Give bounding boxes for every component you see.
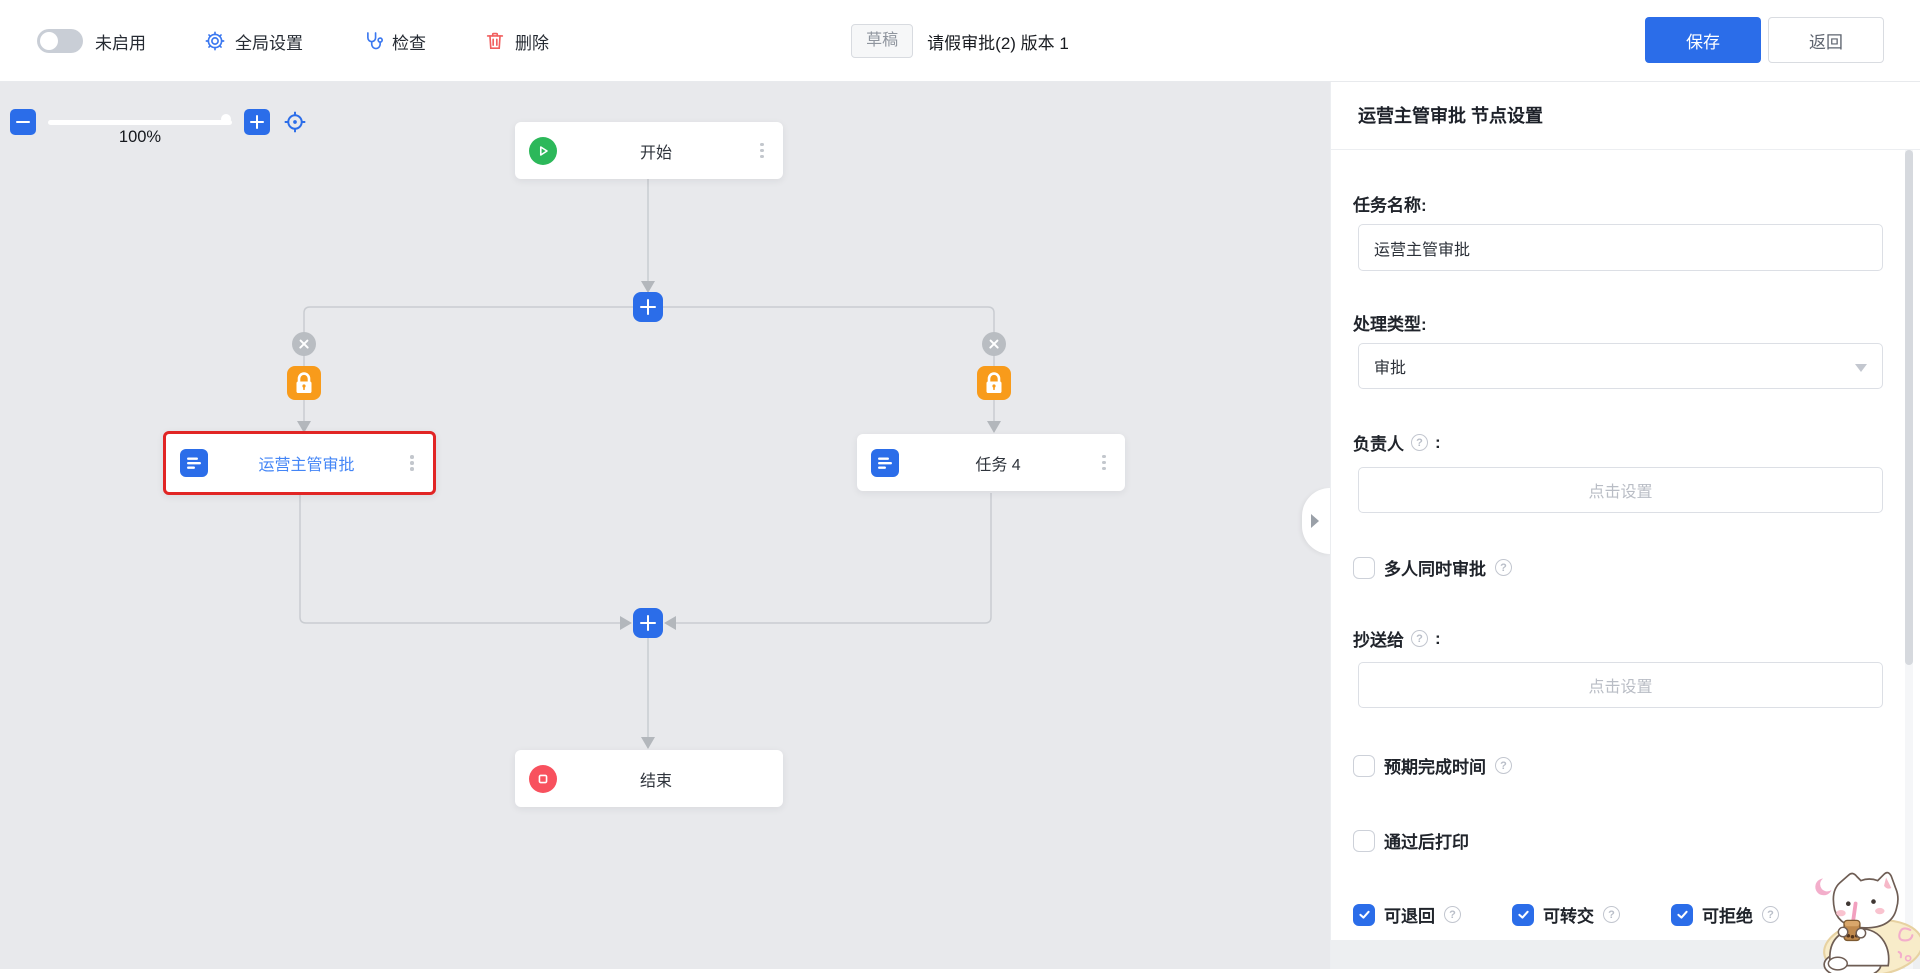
assignee-label-row: 负责人 ? :: [1353, 430, 1441, 455]
node-task-4[interactable]: 任务 4: [857, 434, 1125, 491]
node-approval-selected[interactable]: 运营主管审批: [163, 431, 436, 495]
flow-title: 请假审批(2) 版本 1: [927, 29, 1069, 54]
zoom-in-button[interactable]: [244, 109, 270, 135]
enable-toggle[interactable]: [37, 29, 83, 53]
task-doc-icon: [871, 449, 899, 477]
print-after-pass-label: 通过后打印: [1384, 828, 1469, 853]
flow-canvas[interactable]: 100% 开始 运营主管审批 任务 4 结束: [0, 82, 1330, 969]
help-icon[interactable]: ?: [1603, 906, 1620, 923]
chevron-down-icon: [1855, 364, 1867, 378]
trash-icon: [484, 30, 506, 52]
node-start[interactable]: 开始: [515, 122, 783, 179]
lock-icon-right[interactable]: [977, 366, 1011, 400]
status-badge: 草稿: [851, 24, 913, 58]
help-icon[interactable]: ?: [1411, 434, 1428, 451]
node-menu-icon[interactable]: [405, 455, 419, 471]
zoom-out-button[interactable]: [10, 109, 36, 135]
topbar-left-group: 未启用 全局设置 检查 删除: [37, 0, 549, 82]
zoom-percent-label: 100%: [95, 128, 185, 147]
stethoscope-icon: [361, 30, 383, 52]
mascot-cat[interactable]: [1800, 868, 1920, 973]
task-name-label: 任务名称:: [1353, 191, 1427, 216]
check-label: 检查: [392, 29, 426, 54]
can-return-label: 可退回: [1384, 902, 1435, 927]
save-button[interactable]: 保存: [1645, 17, 1761, 63]
cc-label: 抄送给: [1353, 626, 1404, 651]
node-menu-icon[interactable]: [1097, 455, 1111, 471]
flow-connectors: [0, 82, 1330, 969]
toggle-knob: [40, 32, 58, 50]
task-doc-icon: [180, 449, 208, 477]
can-transfer-checkbox[interactable]: [1512, 904, 1534, 926]
tooltip-notch: [1384, 932, 1400, 940]
zoom-slider-handle[interactable]: [221, 114, 231, 124]
moon-decoration: [1815, 879, 1831, 896]
cc-colon: :: [1435, 629, 1441, 649]
delete-button[interactable]: 删除: [484, 29, 549, 54]
assignee-label: 负责人: [1353, 430, 1404, 455]
node-label: 开始: [557, 139, 755, 163]
topbar-right-group: 保存 返回: [1645, 17, 1884, 63]
expected-time-checkbox[interactable]: [1353, 755, 1375, 777]
process-type-label: 处理类型:: [1353, 310, 1427, 335]
check-button[interactable]: 检查: [361, 29, 426, 54]
multi-approval-label: 多人同时审批: [1384, 555, 1486, 580]
can-return-checkbox[interactable]: [1353, 904, 1375, 926]
lock-icon-left[interactable]: [287, 366, 321, 400]
locate-center-icon[interactable]: [282, 109, 308, 135]
panel-scrollbar-thumb[interactable]: [1905, 150, 1913, 665]
print-after-pass-checkbox[interactable]: [1353, 830, 1375, 852]
node-settings-panel: 运营主管审批 节点设置 任务名称: 处理类型: 审批 负责人 ? : 点击设置 …: [1330, 82, 1920, 969]
enable-toggle-label: 未启用: [95, 29, 146, 54]
help-icon[interactable]: ?: [1762, 906, 1779, 923]
topbar: 未启用 全局设置 检查 删除 草稿 请假审批(2) 版本 1 保存 返回: [0, 0, 1920, 82]
multi-approval-checkbox[interactable]: [1353, 557, 1375, 579]
multi-approval-row: 多人同时审批 ?: [1353, 555, 1512, 580]
assignee-colon: :: [1435, 433, 1441, 453]
can-return-group: 可退回 ?: [1353, 902, 1503, 927]
chevron-right-icon: [1311, 514, 1319, 528]
start-play-icon: [529, 137, 557, 165]
add-node-button-top[interactable]: [633, 292, 663, 322]
assignee-setting-field[interactable]: 点击设置: [1358, 467, 1883, 513]
delete-label: 删除: [515, 29, 549, 54]
process-type-select[interactable]: 审批: [1358, 343, 1883, 389]
can-reject-label: 可拒绝: [1702, 902, 1753, 927]
node-menu-icon[interactable]: [755, 143, 769, 159]
print-after-pass-row: 通过后打印: [1353, 828, 1469, 853]
expected-time-label: 预期完成时间: [1384, 753, 1486, 778]
node-label: 任务 4: [899, 451, 1097, 475]
approval-options-row: 可退回 ? 可转交 ? 可拒绝 ?: [1353, 902, 1821, 927]
cc-setting-field[interactable]: 点击设置: [1358, 662, 1883, 708]
can-transfer-label: 可转交: [1543, 902, 1594, 927]
remove-branch-icon-right[interactable]: [982, 332, 1006, 356]
help-icon[interactable]: ?: [1444, 906, 1461, 923]
node-label: 运营主管审批: [208, 451, 405, 475]
global-settings-button[interactable]: 全局设置: [204, 29, 303, 54]
can-reject-checkbox[interactable]: [1671, 904, 1693, 926]
cc-label-row: 抄送给 ? :: [1353, 626, 1441, 651]
node-label: 结束: [557, 767, 755, 791]
can-transfer-group: 可转交 ?: [1512, 902, 1662, 927]
help-icon[interactable]: ?: [1495, 559, 1512, 576]
task-name-input[interactable]: [1358, 224, 1883, 271]
expected-time-row: 预期完成时间 ?: [1353, 753, 1512, 778]
process-type-value: 审批: [1374, 354, 1406, 378]
add-node-button-bottom[interactable]: [633, 608, 663, 638]
can-reject-group: 可拒绝 ?: [1671, 902, 1821, 927]
gear-icon: [204, 30, 226, 52]
zoom-slider[interactable]: [48, 120, 232, 125]
panel-title: 运营主管审批 节点设置: [1331, 82, 1920, 150]
end-stop-icon: [529, 765, 557, 793]
help-icon[interactable]: ?: [1411, 630, 1428, 647]
help-icon[interactable]: ?: [1495, 757, 1512, 774]
panel-scrollbar[interactable]: [1905, 150, 1913, 969]
remove-branch-icon-left[interactable]: [292, 332, 316, 356]
global-settings-label: 全局设置: [235, 29, 303, 54]
node-end[interactable]: 结束: [515, 750, 783, 807]
back-button[interactable]: 返回: [1768, 17, 1884, 63]
